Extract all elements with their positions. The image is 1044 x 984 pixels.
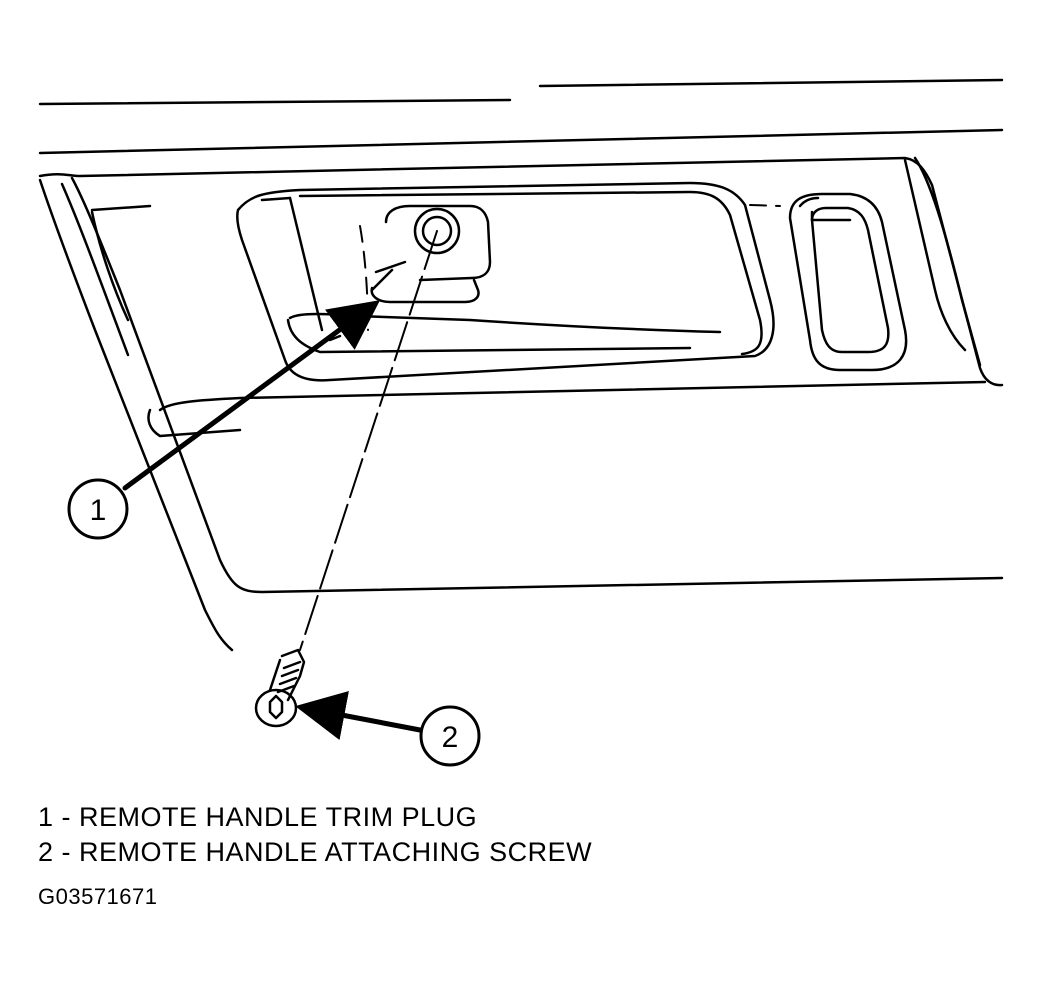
legend-separator: - bbox=[53, 802, 80, 832]
legend-number: 2 bbox=[38, 837, 54, 867]
handle-recess bbox=[235, 181, 775, 382]
legend-text: REMOTE HANDLE ATTACHING SCREW bbox=[79, 837, 593, 867]
figure-id: G03571671 bbox=[38, 884, 158, 909]
handle-lever bbox=[370, 204, 492, 304]
legend-separator: - bbox=[53, 837, 80, 867]
door-panel-bezel bbox=[38, 156, 1004, 652]
lock-recess bbox=[788, 192, 908, 372]
trim-plug-icon bbox=[413, 207, 461, 255]
upper-trim-lines bbox=[38, 78, 1004, 155]
callout-1-number: 1 bbox=[90, 494, 107, 527]
legend-number: 1 bbox=[38, 802, 54, 832]
callout-1-leader bbox=[122, 300, 381, 491]
callout-2-circle bbox=[419, 705, 481, 767]
callout-1-circle bbox=[67, 478, 129, 540]
door-trim-diagram: 1 2 bbox=[38, 78, 1004, 767]
callout-2-number: 2 bbox=[442, 721, 459, 754]
parts-legend: 1 - REMOTE HANDLE TRIM PLUG 2 - REMOTE H… bbox=[38, 800, 592, 870]
screw-axis-line bbox=[299, 230, 438, 651]
callout-2-leader bbox=[295, 690, 423, 741]
construction-dashes bbox=[359, 204, 781, 331]
legend-item: 1 - REMOTE HANDLE TRIM PLUG bbox=[38, 800, 592, 835]
torx-screw-icon bbox=[254, 648, 306, 728]
legend-item: 2 - REMOTE HANDLE ATTACHING SCREW bbox=[38, 835, 592, 870]
legend-text: REMOTE HANDLE TRIM PLUG bbox=[79, 802, 478, 832]
